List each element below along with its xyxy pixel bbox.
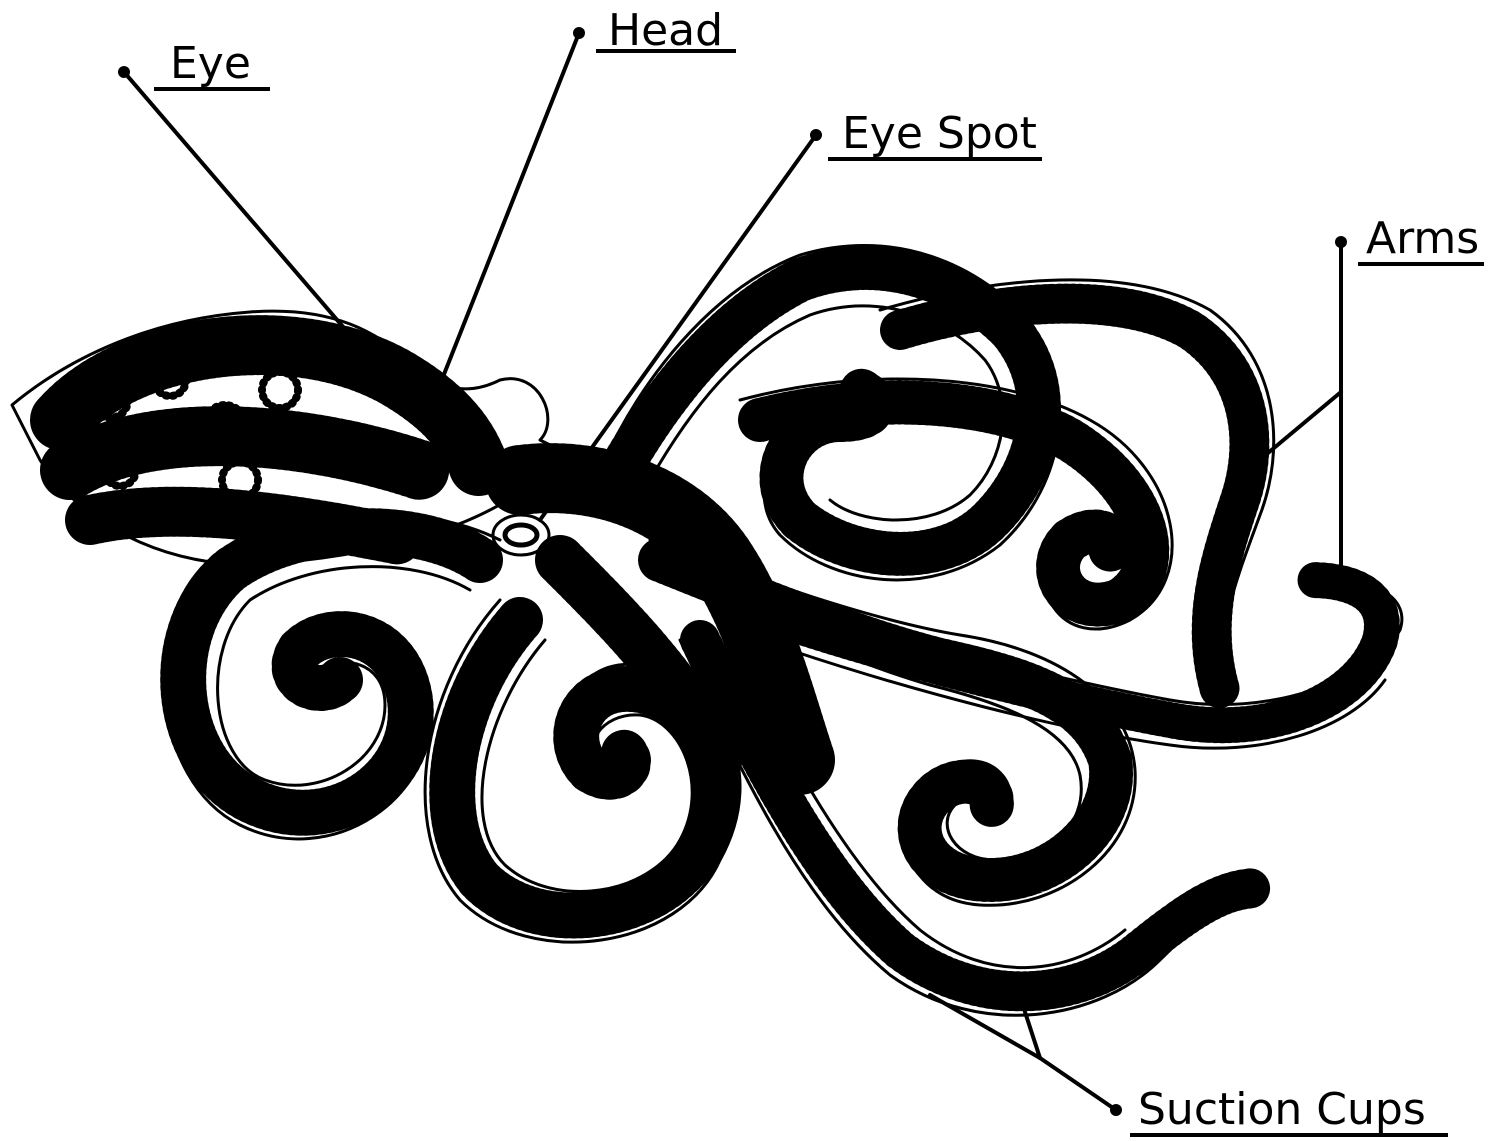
- label-head-text: Head: [608, 5, 723, 56]
- label-eye-text: Eye: [170, 38, 251, 89]
- leader-line: [437, 33, 579, 392]
- label-eye-spot-text: Eye Spot: [842, 108, 1037, 159]
- octopus-illustration: [12, 245, 1402, 1015]
- label-arms: Arms: [1262, 213, 1484, 580]
- arm-far-right: [880, 280, 1274, 690]
- leader-line: [1040, 1058, 1116, 1110]
- label-arms-text: Arms: [1366, 213, 1479, 264]
- label-suction-cups-text: Suction Cups: [1138, 1084, 1426, 1135]
- label-head: Head: [437, 5, 736, 392]
